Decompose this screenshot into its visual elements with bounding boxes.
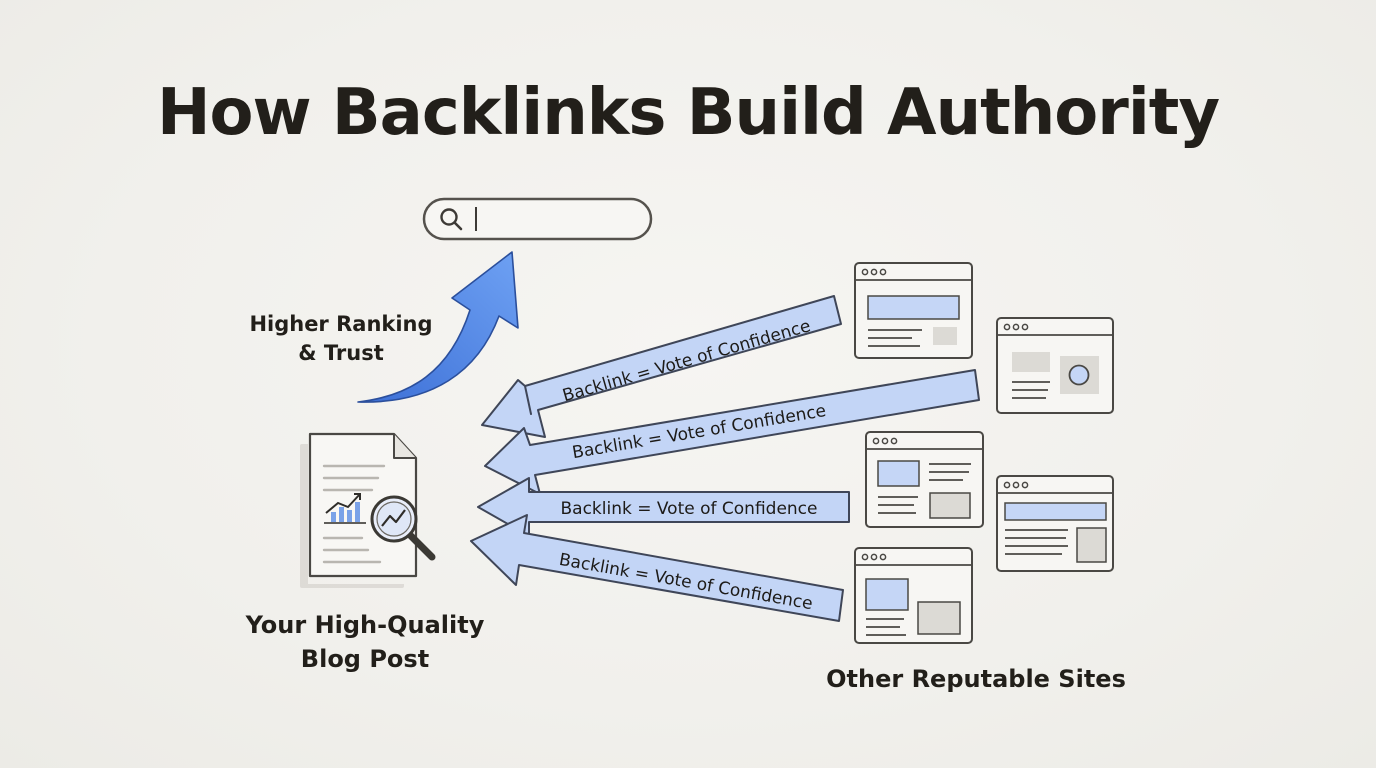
blog-post-label: Your High-Quality Blog Post xyxy=(232,608,498,676)
growth-arrow xyxy=(357,251,519,403)
blog-post-document-icon xyxy=(300,432,436,588)
bar-chart-icon xyxy=(324,493,366,524)
magnifier-icon xyxy=(370,495,436,561)
search-bar[interactable] xyxy=(422,197,653,241)
backlink-label-3: Backlink = Vote of Confidence xyxy=(560,499,817,519)
ranking-label: Higher Ranking & Trust xyxy=(236,310,446,368)
website-window-4 xyxy=(996,475,1114,572)
website-window-1 xyxy=(854,262,973,359)
blog-post-label-line-2: Blog Post xyxy=(300,645,430,673)
backlink-label-1: Backlink = Vote of Confidence xyxy=(560,316,813,406)
ranking-label-line-2: & Trust xyxy=(298,341,384,365)
website-window-2 xyxy=(996,317,1114,414)
backlink-arrow-3 xyxy=(477,477,850,537)
backlink-arrow-1 xyxy=(481,295,842,438)
diagram-title: How Backlinks Build Authority xyxy=(156,76,1220,150)
website-window-3 xyxy=(865,431,984,528)
search-icon xyxy=(440,208,463,231)
backlink-arrow-2 xyxy=(484,369,980,495)
backlink-arrow-4 xyxy=(470,514,844,622)
blog-post-label-line-1: Your High-Quality xyxy=(245,611,485,639)
ranking-label-line-1: Higher Ranking xyxy=(249,312,433,336)
reputable-sites-label: Other Reputable Sites xyxy=(826,665,1126,693)
website-window-5 xyxy=(854,547,973,644)
